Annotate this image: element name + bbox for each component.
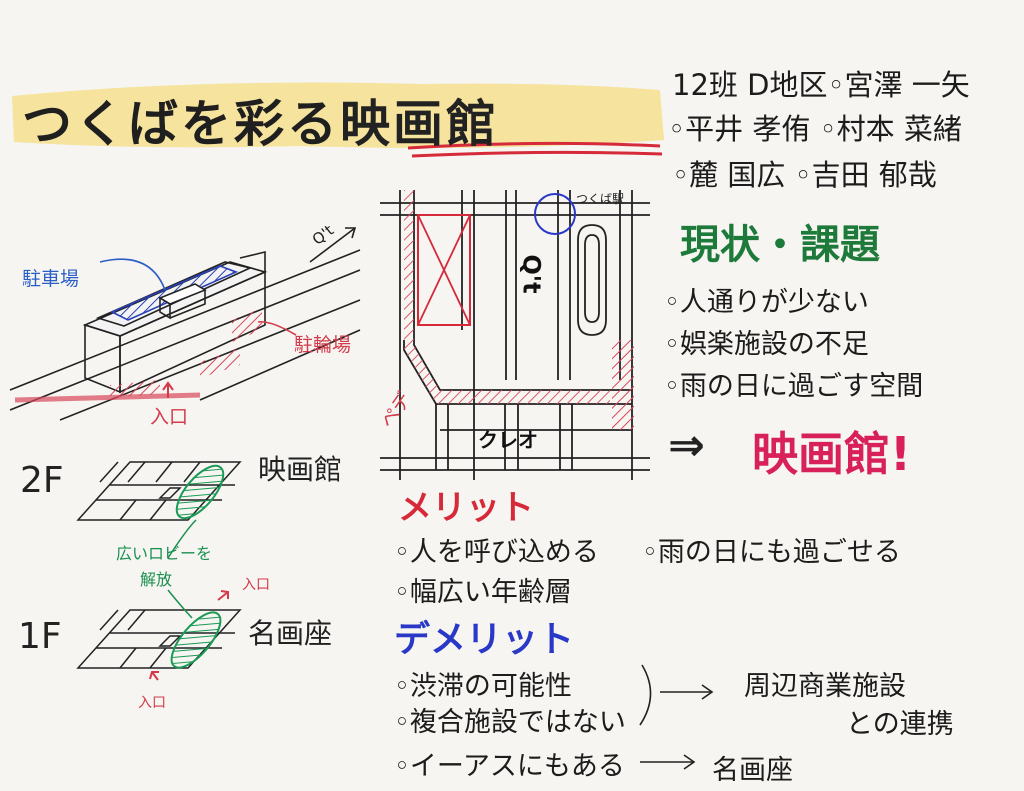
- demerits-heading: デメリット: [394, 619, 575, 660]
- demerit-connectors: [639, 664, 714, 770]
- label-entrance: 入口: [150, 406, 189, 428]
- title-accent: 映画館: [340, 95, 499, 153]
- floor-plan-2f: [76, 461, 242, 521]
- conclusion-text: 映画館!: [752, 427, 911, 481]
- status-item-2: ◦娯楽施設の不足: [664, 329, 869, 360]
- floor-1f-entrance-a: 入口: [242, 577, 270, 593]
- status-heading: 現状・課題: [680, 222, 880, 268]
- floor-2f-label: 2F: [20, 460, 64, 501]
- title-highlight: [12, 82, 664, 148]
- floor-1f-name: 名画座: [248, 617, 333, 650]
- area-map: [380, 190, 650, 480]
- building-sketch: [9, 227, 361, 421]
- demerit-item-2: ◦複合施設ではない: [394, 707, 626, 738]
- conclusion-arrow: ⇒: [668, 420, 705, 471]
- floor-2f-name: 映画館: [258, 453, 343, 486]
- map-label-qt: Q't: [517, 254, 546, 294]
- label-parking: 駐車場: [22, 268, 80, 290]
- title-underline: [407, 141, 663, 158]
- map-label-creo: クレオ: [478, 428, 538, 452]
- floor-plan-1f: [76, 519, 242, 681]
- status-item-3: ◦雨の日に過ごす空間: [664, 371, 924, 402]
- team-line-1: 12班 D地区◦宮澤 一矢: [672, 68, 970, 102]
- label-bicycle-parking: 駐輪場: [294, 334, 352, 356]
- merit-item-2: ◦雨の日にも過ごせる: [642, 537, 901, 568]
- demerit-item-3: ◦イーアスにもある: [394, 751, 625, 782]
- team-line-3: ◦麓 国広 ◦吉田 郁哉: [672, 158, 937, 192]
- demerit-result-1b: との連携: [846, 709, 954, 740]
- merit-item-1: ◦人を呼び込める: [394, 537, 599, 568]
- lobby-label-line1: 広いロビーを: [116, 544, 213, 563]
- team-line-2: ◦平井 孝侑 ◦村本 菜緒: [668, 112, 962, 146]
- merit-item-3: ◦幅広い年齢層: [394, 577, 572, 608]
- demerit-result-1a: 周辺商業施設: [744, 671, 906, 702]
- merits-heading: メリット: [398, 488, 534, 528]
- lobby-label-line2: 解放: [140, 570, 173, 589]
- demerit-item-1: ◦渋滞の可能性: [394, 671, 572, 702]
- title-main: つくばを彩る: [22, 95, 340, 153]
- demerit-result-2: 名画座: [712, 755, 793, 786]
- floor-1f-label: 1F: [18, 616, 62, 657]
- page-title: つくばを彩る映画館: [22, 84, 499, 156]
- map-label-station: つくば駅: [576, 192, 625, 206]
- floor-1f-entrance-b: 入口: [138, 695, 166, 711]
- status-item-1: ◦人通りが少ない: [664, 287, 869, 318]
